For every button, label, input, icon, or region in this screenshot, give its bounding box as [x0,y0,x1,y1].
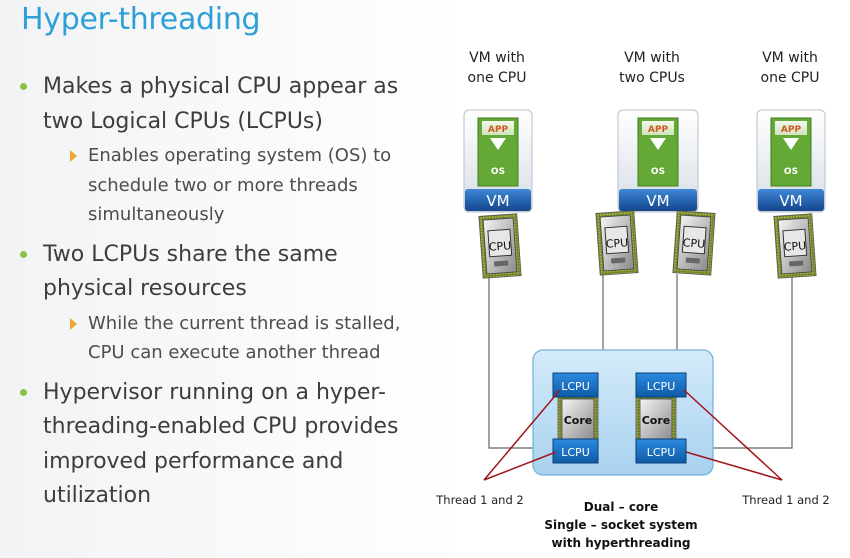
sub-bullet-arrow-icon [70,317,77,330]
vm-box-3: APP OS VM [756,109,826,213]
os-label: OS [651,167,665,177]
app-block [642,121,674,135]
cpu-label: CPU [488,239,511,254]
vm2-caption-line2: two CPUs [619,70,685,86]
bullet-item: Two LCPUs share the same physical resour… [20,238,440,307]
lcpu-label: LCPU [561,380,590,393]
physical-core-2: Core [635,394,677,446]
cpu-label: CPU [682,236,705,251]
app-label: APP [488,125,509,135]
sub-bullet-item: While the current thread is stalled, CPU… [70,309,440,368]
physical-core-1: Core [557,394,599,446]
cpu-chip-icon: CPU [478,213,522,279]
vm-box-2: APP OS VM [617,109,699,213]
down-arrow-icon [783,138,799,150]
app-block [482,121,514,135]
app-label: APP [648,125,669,135]
sub-bullet-text: Enables operating system (OS) to schedul… [88,145,392,225]
thread-lines-right [683,389,783,481]
sub-bullet-arrow-icon [70,150,77,162]
lcpu-label: LCPU [561,446,590,459]
bullet-text: Makes a physical CPU appear as two Logic… [43,74,399,134]
cpu-chip-icon: CPU [595,210,639,276]
bullet-text: Hypervisor running on a hyper- threading… [43,379,399,509]
cpu-chip-icon: CPU [672,210,716,276]
app-block [775,121,807,135]
bullet-dot-icon [20,83,27,90]
thread-label-left: Thread 1 and 2 [435,493,523,507]
thread-label-right: Thread 1 and 2 [741,493,829,507]
down-arrow-icon [650,138,666,150]
vm2-caption-line1: VM with [624,50,680,66]
bullet-dot-icon [20,250,27,258]
os-label: OS [491,167,505,177]
bullet-text: Two LCPUs share the same physical resour… [43,241,338,302]
socket-caption-line1: Dual – core [584,500,658,514]
down-arrow-icon [490,138,506,150]
lcpu-label: LCPU [647,380,676,393]
vm-band [465,189,531,211]
core-label: Core [642,414,671,427]
lcpu-box: LCPU [552,438,599,464]
core-label: Core [564,414,593,427]
cpu-chip-icon: CPU [773,213,817,279]
os-label: OS [784,167,798,177]
vm-band [619,189,697,211]
vm3-caption-line2: one CPU [761,70,820,86]
socket-caption-line3: with hyperthreading [552,536,691,550]
vm-label: VM [646,192,669,210]
lcpu-label: LCPU [647,446,676,459]
lcpu-box: LCPU [635,438,687,464]
slide-title: Hyper-threading [21,2,261,37]
app-label: APP [781,125,802,135]
lcpu-box: LCPU [552,372,599,398]
sub-bullet-text: While the current thread is stalled, CPU… [88,312,401,364]
cpu-label: CPU [605,236,628,251]
thread-lines-left [483,389,561,481]
bullet-list: Makes a physical CPU appear as two Logic… [20,70,440,514]
sub-bullet-item: Enables operating system (OS) to schedul… [70,141,440,230]
vm-label: VM [779,192,802,210]
vm-box-1: APP OS VM [463,109,533,213]
bullet-item: Hypervisor running on a hyper- threading… [20,376,440,514]
bullet-dot-icon [20,388,27,396]
socket-caption-line2: Single – socket system [544,518,697,532]
vm-label: VM [486,192,509,210]
vm-band [758,189,824,211]
vm1-caption-line1: VM with [469,50,525,66]
bullet-item: Makes a physical CPU appear as two Logic… [20,70,440,139]
vm3-caption-line1: VM with [762,50,818,66]
cpu-label: CPU [783,239,806,254]
lcpu-box: LCPU [635,372,687,398]
vm1-caption-line2: one CPU [468,70,527,86]
